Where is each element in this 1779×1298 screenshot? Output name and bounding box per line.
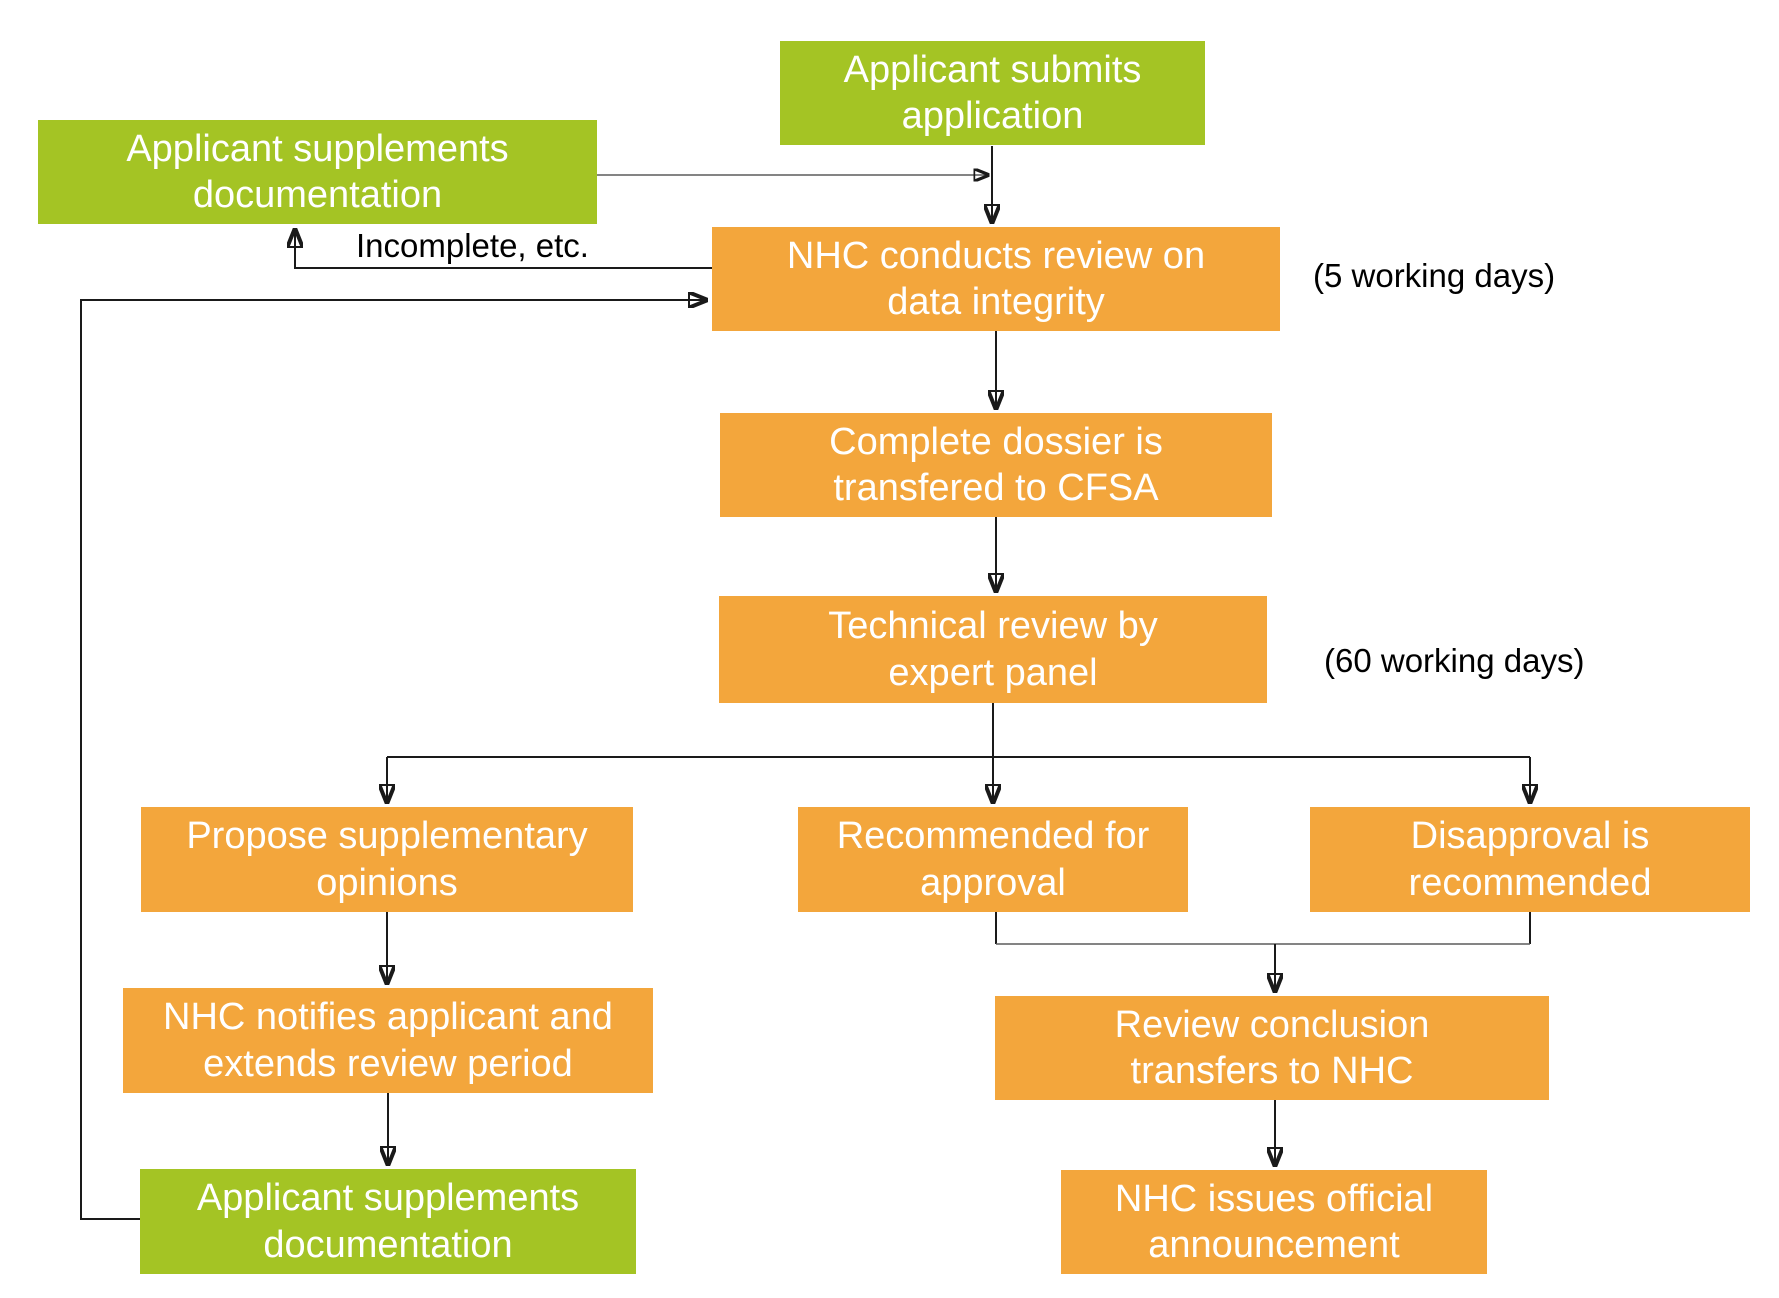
node-review-conclusion-transfers: Review conclusion transfers to NHC — [995, 996, 1549, 1100]
node-nhc-conducts-review: NHC conducts review on data integrity — [712, 227, 1280, 331]
node-nhc-notifies-applicant: NHC notifies applicant and extends revie… — [123, 988, 653, 1093]
node-label-line: expert panel — [888, 651, 1098, 694]
node-label-line: Applicant submits — [843, 48, 1142, 91]
node-label-line: transfered to CFSA — [833, 467, 1159, 509]
node-applicant-supplements-documentation-top: Applicant supplements documentation — [38, 120, 597, 224]
node-technical-review-expert-panel: Technical review by expert panel — [719, 596, 1267, 703]
node-label-line: Technical review by — [828, 605, 1158, 648]
node-label-line: transfers to NHC — [1130, 1050, 1414, 1092]
edge-review-to-supplement-top-incomplete — [295, 230, 712, 269]
node-label-line: documentation — [263, 1223, 513, 1266]
node-label-line: Complete dossier is — [829, 420, 1163, 463]
node-label-line: Disapproval is — [1410, 815, 1650, 858]
node-label-line: opinions — [316, 861, 458, 904]
node-label-line: recommended — [1408, 861, 1652, 904]
annotation-5-working-days: (5 working days) — [1313, 257, 1556, 294]
node-applicant-submits-application: Applicant submits application — [780, 41, 1205, 145]
edge-label-incomplete: Incomplete, etc. — [356, 227, 589, 264]
node-label-line: Recommended for — [836, 815, 1150, 858]
node-label-line: approval — [920, 861, 1066, 904]
node-disapproval-is-recommended: Disapproval is recommended — [1310, 807, 1750, 912]
node-label-line: data integrity — [887, 281, 1105, 323]
node-applicant-supplements-documentation-bottom: Applicant supplements documentation — [140, 1169, 636, 1274]
node-label-line: NHC issues official — [1114, 1177, 1434, 1220]
annotation-60-working-days: (60 working days) — [1324, 642, 1585, 679]
node-label-line: Propose supplementary — [186, 815, 588, 858]
node-label-line: Applicant supplements — [196, 1177, 580, 1220]
node-label-line: NHC conducts review on — [786, 234, 1206, 277]
node-label-line: documentation — [192, 174, 443, 216]
node-label-line: NHC notifies applicant and — [163, 996, 613, 1039]
node-label-line: Applicant supplements — [126, 127, 509, 170]
node-recommended-for-approval: Recommended for approval — [798, 807, 1188, 912]
node-label-line: extends review period — [203, 1042, 573, 1085]
node-label-line: announcement — [1148, 1224, 1400, 1266]
node-label-line: Review conclusion — [1114, 1003, 1430, 1046]
node-complete-dossier-transfered: Complete dossier is transfered to CFSA — [720, 413, 1272, 517]
edge-supplement-bottom-to-review-feedback — [80, 300, 706, 1220]
node-label-line: application — [901, 95, 1084, 137]
node-nhc-issues-announcement: NHC issues official announcement — [1061, 1170, 1487, 1274]
node-propose-supplementary-opinions: Propose supplementary opinions — [141, 807, 633, 912]
